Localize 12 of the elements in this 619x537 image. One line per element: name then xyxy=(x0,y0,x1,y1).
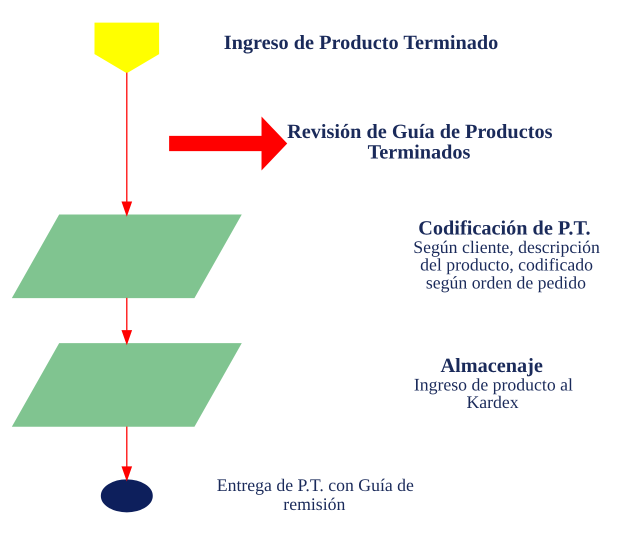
arrow xyxy=(121,297,132,345)
node-parallelogram xyxy=(12,214,242,298)
arrow xyxy=(121,72,132,216)
arrow xyxy=(121,426,132,482)
node-label: Almacenaje xyxy=(440,354,543,377)
node-parallelogram xyxy=(12,342,242,426)
node-pentagon xyxy=(94,22,160,73)
node-label: Ingreso de Producto Terminado xyxy=(224,31,498,54)
node-label: Entrega de P.T. con Guía de remisión xyxy=(216,474,414,514)
node-text: Revisión de Guía de Productos Terminados xyxy=(287,120,552,163)
node-circle xyxy=(100,478,153,512)
arrow xyxy=(169,116,288,170)
